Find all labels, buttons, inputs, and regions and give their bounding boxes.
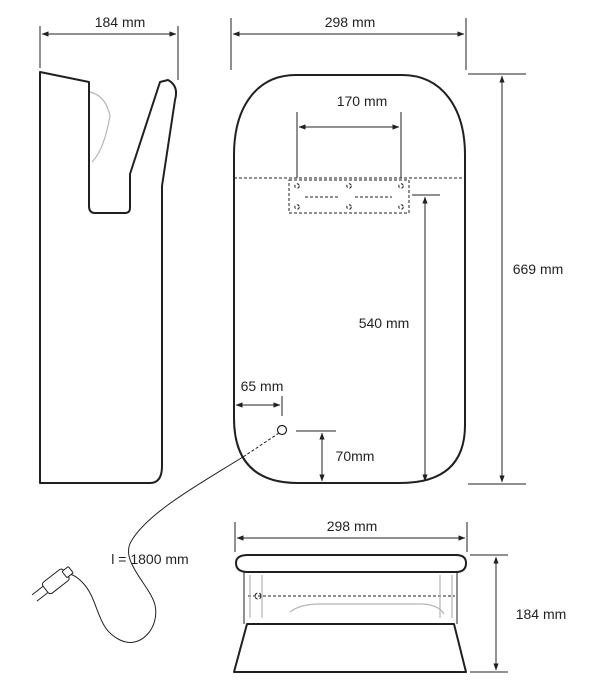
top-view-base bbox=[233, 623, 467, 673]
top-view: 298 mm 184 mm bbox=[233, 518, 567, 673]
plug-pin bbox=[31, 585, 44, 596]
cable-hidden-segment bbox=[245, 432, 280, 456]
bracket-hole bbox=[398, 204, 404, 210]
side-width-label: 184 mm bbox=[95, 14, 146, 30]
top-view-shading-right bbox=[439, 575, 453, 618]
front-width-label: 298 mm bbox=[325, 14, 376, 30]
cable-exit-hole bbox=[276, 424, 288, 436]
cable-offset-side-label: 65 mm bbox=[241, 378, 284, 394]
wall-bracket bbox=[288, 179, 410, 214]
bracket-hole bbox=[346, 183, 352, 189]
bracket-width-label: 170 mm bbox=[337, 93, 388, 109]
top-view-opening bbox=[289, 603, 445, 615]
bracket-hole bbox=[294, 204, 300, 210]
bracket-height-label: 540 mm bbox=[359, 315, 410, 331]
side-view: 184 mm bbox=[39, 14, 179, 484]
bracket-hole bbox=[346, 204, 352, 210]
top-depth-label: 184 mm bbox=[516, 606, 567, 622]
top-view-shading-left bbox=[249, 575, 263, 618]
side-view-outline bbox=[39, 71, 178, 484]
cable-offset-bottom-label: 70mm bbox=[336, 448, 375, 464]
plug-pin bbox=[36, 592, 49, 602]
top-view-cap bbox=[235, 554, 467, 573]
total-height-label: 669 mm bbox=[513, 261, 564, 277]
top-width-label: 298 mm bbox=[327, 518, 378, 534]
bracket-hole bbox=[398, 183, 404, 189]
front-view-outline bbox=[233, 74, 466, 484]
bracket-hole bbox=[294, 183, 300, 189]
cable-line bbox=[67, 454, 247, 643]
cable-length-label: l = 1800 mm bbox=[111, 551, 188, 567]
power-cable: l = 1800 mm bbox=[31, 432, 280, 643]
side-view-inner-shading bbox=[89, 91, 111, 163]
wall-bracket-outline bbox=[288, 179, 410, 214]
plug-strain-relief bbox=[61, 566, 74, 578]
top-view-hidden-hole bbox=[254, 592, 262, 600]
front-view: 298 mm 170 mm 540 mm 669 mm 65 mm 70mm bbox=[230, 14, 564, 485]
power-plug bbox=[31, 566, 74, 602]
